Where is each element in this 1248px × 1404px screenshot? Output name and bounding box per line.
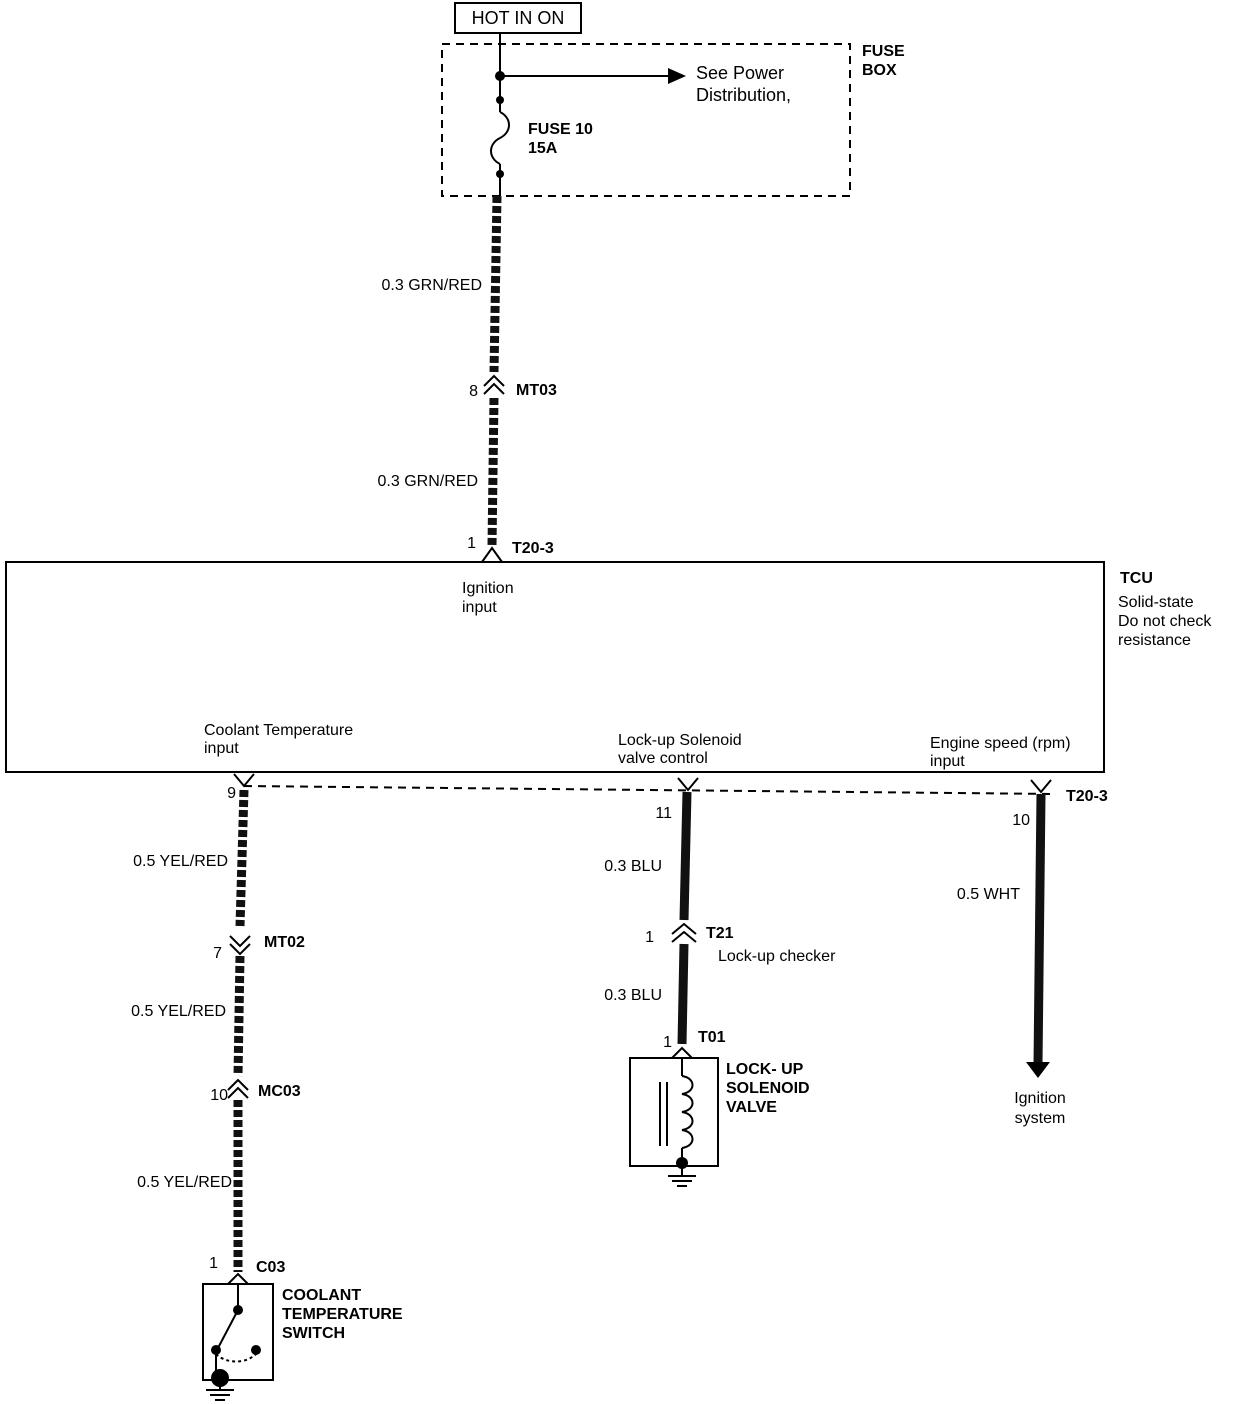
connector-pin-10-icon — [1030, 779, 1052, 794]
t20-top-pin: 1 — [467, 535, 476, 552]
t01-name: T01 — [698, 1029, 726, 1046]
wire-label-mid-1: 0.3 BLU — [604, 858, 662, 875]
mc03-pin: 10 — [210, 1087, 228, 1104]
wire-grn-red-upper — [489, 195, 502, 373]
connector-mt02-icon — [229, 935, 251, 956]
fuse-box-outline — [441, 43, 851, 197]
tcu-ignition-input: Ignition — [462, 580, 514, 597]
connector-c03-icon — [227, 1272, 249, 1285]
connector-t01-icon — [671, 1046, 693, 1059]
connector-mc03-icon — [227, 1078, 249, 1099]
mt03-name: MT03 — [516, 382, 557, 399]
coolant-switch-label-3: SWITCH — [282, 1325, 345, 1342]
lockup-valve-box — [629, 1057, 719, 1167]
t20-bottom-name: T20-3 — [1066, 788, 1108, 805]
connector-t20-top-icon — [481, 546, 503, 563]
connector-mt03-icon — [483, 374, 505, 395]
lockup-valve-label-1: LOCK- UP — [726, 1061, 804, 1078]
c03-name: C03 — [256, 1259, 285, 1276]
fuse-rating-label: 15A — [528, 140, 558, 157]
tcu-lockup-input: Lock-up Solenoid — [618, 732, 742, 749]
tcu-ignition-input-2: input — [462, 599, 497, 616]
wire-yel-red-1 — [235, 789, 249, 927]
tcu-engine-input: Engine speed (rpm) — [930, 735, 1071, 752]
pin-9-label: 9 — [227, 785, 236, 802]
wire-label-left-3: 0.5 YEL/RED — [137, 1174, 232, 1191]
ground-icon-lockup — [668, 1168, 696, 1187]
wire-wht — [1033, 793, 1046, 1065]
mc03-name: MC03 — [258, 1083, 301, 1100]
ignition-system-label-2: system — [1015, 1110, 1066, 1127]
connector-pin-9-icon — [233, 773, 255, 788]
coolant-switch-label-1: COOLANT — [282, 1287, 361, 1304]
solenoid-coil-icon — [681, 1075, 694, 1149]
coolant-switch-label-2: TEMPERATURE — [282, 1306, 403, 1323]
fuse-icon — [490, 111, 510, 165]
see-power-label-2: Distribution, — [696, 85, 791, 105]
mt02-name: MT02 — [264, 934, 305, 951]
wire-blu-2 — [677, 943, 689, 1045]
wire-label-left-2: 0.5 YEL/RED — [131, 1003, 226, 1020]
tcu-note-1: Solid-state — [1118, 594, 1194, 611]
fuse-box-title: FUSE — [862, 43, 905, 60]
t20-bottom-dashed — [243, 785, 1057, 795]
see-power-label: See Power — [696, 63, 784, 83]
tcu-note-3: resistance — [1118, 632, 1191, 649]
tcu-box — [5, 561, 1105, 773]
lockup-valve-label-2: SOLENOID — [726, 1080, 810, 1097]
tcu-note-2: Do not check — [1118, 613, 1212, 630]
wire-label-left-1: 0.5 YEL/RED — [133, 853, 228, 870]
fuse-10-label: FUSE 10 — [528, 121, 593, 138]
lockup-valve-label-3: VALVE — [726, 1099, 777, 1116]
connector-t21-icon — [671, 922, 697, 943]
wire-label-top-lower: 0.3 GRN/RED — [378, 473, 478, 490]
mt02-pin: 7 — [213, 945, 222, 962]
ground-icon-coolant — [206, 1382, 234, 1401]
wire-yel-red-2 — [233, 955, 245, 1077]
tcu-coolant-input-2: input — [204, 740, 239, 757]
wire-label-top-upper: 0.3 GRN/RED — [382, 277, 482, 294]
t21-name: T21 — [706, 925, 734, 942]
tcu-engine-input-2: input — [930, 753, 965, 770]
tcu-coolant-input: Coolant Temperature — [204, 722, 353, 739]
wire-label-mid-2: 0.3 BLU — [604, 987, 662, 1004]
hot-in-on-label: HOT IN ON — [472, 8, 565, 28]
fuse-box-title-2: BOX — [862, 62, 897, 79]
t21-desc: Lock-up checker — [718, 948, 836, 965]
wire-grn-red-lower — [487, 397, 499, 547]
c03-pin: 1 — [209, 1255, 218, 1272]
pin-10-label: 10 — [1012, 812, 1030, 829]
tcu-lockup-input-2: valve control — [618, 750, 708, 767]
wire-blu-1 — [679, 791, 692, 921]
hot-in-on-box — [454, 2, 582, 34]
switch-ground-dot — [211, 1369, 229, 1387]
connector-pin-11-icon — [677, 777, 699, 792]
t21-pin: 1 — [645, 929, 654, 946]
mt03-pin: 8 — [469, 383, 478, 400]
arrow-right-icon — [668, 68, 686, 84]
pin-11-label: 11 — [655, 805, 672, 822]
wire-label-right-1: 0.5 WHT — [957, 886, 1020, 903]
t20-top-name: T20-3 — [512, 540, 554, 557]
switch-contact-icon — [217, 1309, 239, 1349]
arrow-down-icon — [1026, 1062, 1050, 1078]
ignition-system-label-1: Ignition — [1014, 1090, 1066, 1107]
t01-pin: 1 — [663, 1034, 672, 1051]
tcu-title: TCU — [1120, 570, 1153, 587]
